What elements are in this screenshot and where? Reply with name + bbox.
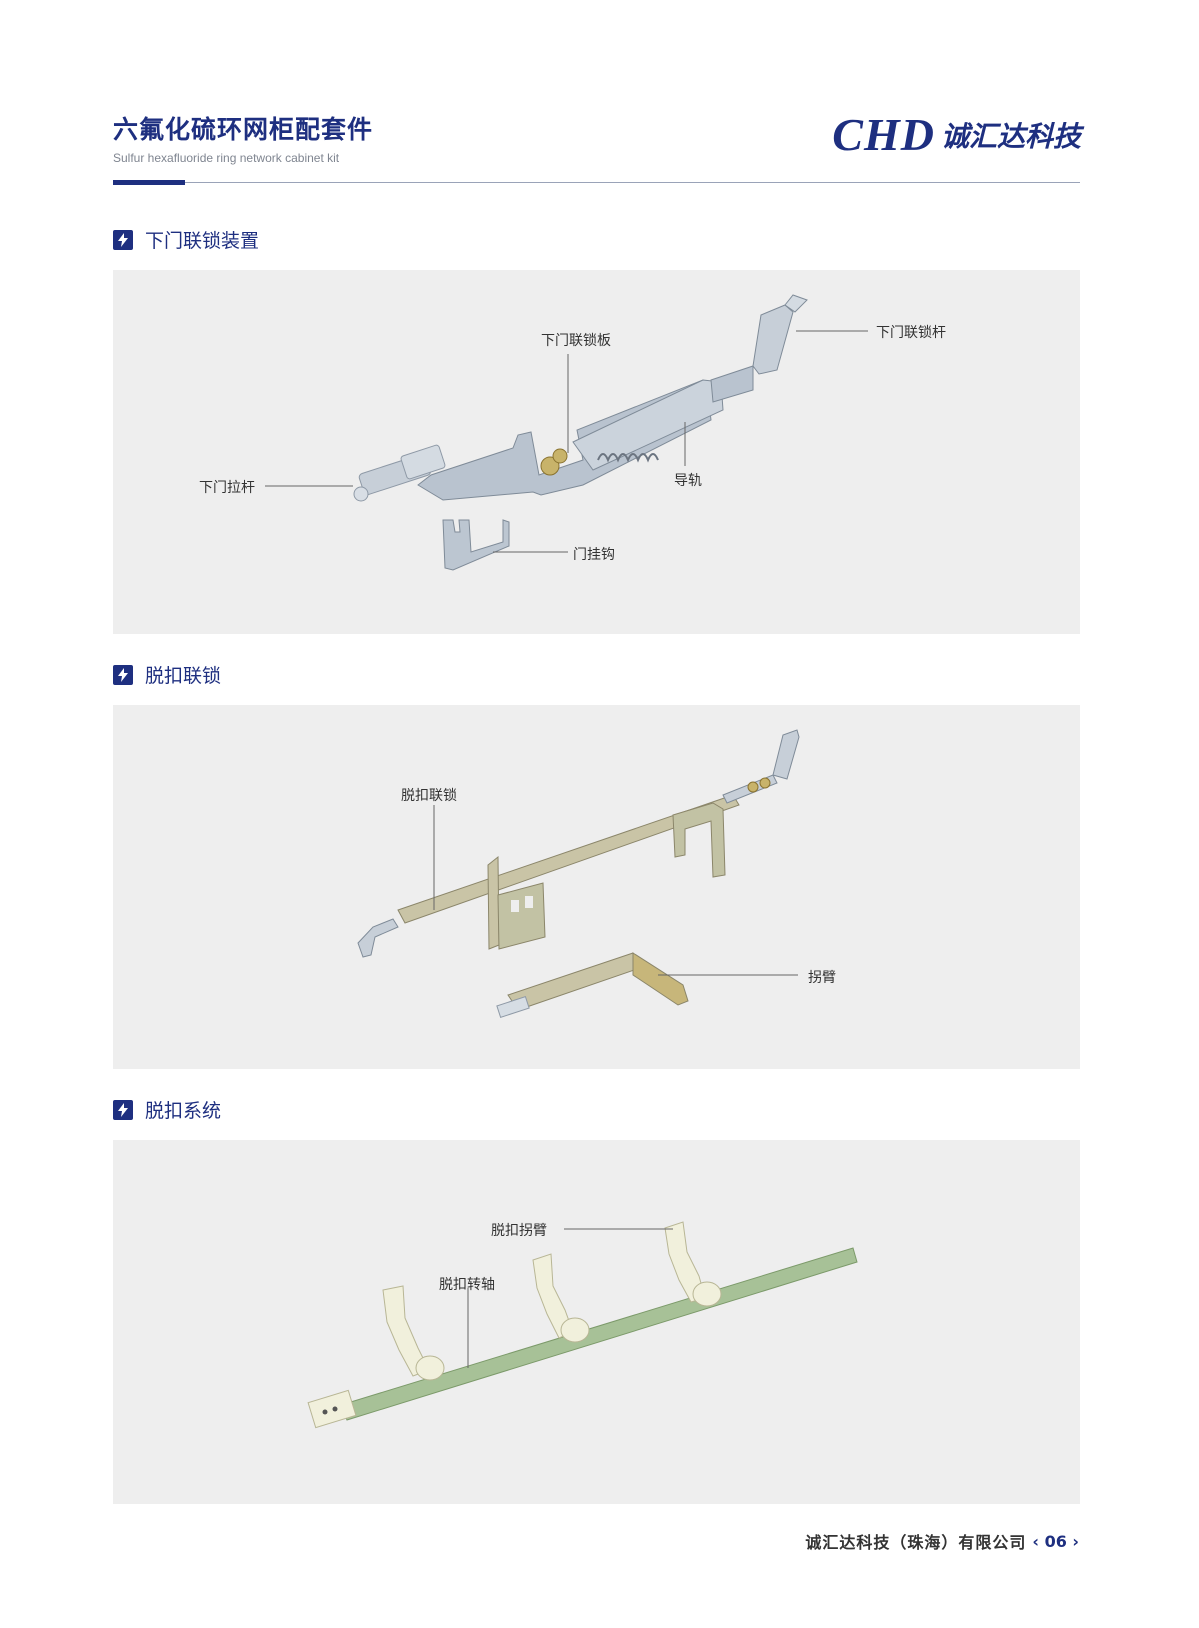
chevron-right-icon: › [1072, 1531, 1079, 1551]
chevron-left-icon: ‹ [1032, 1531, 1039, 1551]
page-subtitle: Sulfur hexafluoride ring network cabinet… [113, 151, 340, 165]
label-trip-interlock: 脱扣联锁 [401, 788, 457, 804]
label-door-interlock-rod: 下门联锁杆 [876, 325, 946, 341]
section-title: 脱扣联锁 [145, 665, 222, 687]
header-rule [113, 182, 1080, 183]
lightning-bolt-icon [113, 229, 133, 250]
page-title: 六氟化硫环网柜配套件 [113, 115, 374, 144]
section-heading-trip-interlock: 脱扣联锁 [113, 661, 221, 688]
label-door-interlock-plate: 下门联锁板 [541, 333, 611, 349]
door-interlock-illustration [265, 294, 868, 571]
brand-name: 诚汇达科技 [940, 120, 1081, 153]
label-crank-arm: 拐臂 [808, 970, 836, 986]
label-trip-shaft: 脱扣转轴 [439, 1277, 495, 1293]
section-heading-trip-system: 脱扣系统 [113, 1096, 221, 1123]
trip-interlock-illustration [357, 729, 800, 1018]
label-guide-rail: 导轨 [674, 473, 702, 489]
lightning-bolt-icon [113, 664, 133, 685]
product-panel-trip-system: 脱扣拐臂 脱扣转轴 [113, 1140, 1080, 1504]
product-panel-trip-interlock: 脱扣联锁 拐臂 [113, 705, 1080, 1069]
footer-company: 诚汇达科技（珠海）有限公司 [805, 1533, 1027, 1552]
label-trip-crank-arm: 脱扣拐臂 [491, 1223, 547, 1239]
label-door-hook: 门挂钩 [573, 547, 615, 563]
section-title: 脱扣系统 [145, 1100, 222, 1122]
pull-rod-part [353, 444, 446, 502]
trip-system-illustration [307, 1221, 858, 1429]
section-title: 下门联锁装置 [145, 230, 260, 252]
brand-logo: CHD [832, 109, 935, 160]
header-rule-accent [113, 180, 185, 185]
label-door-pull-rod: 下门拉杆 [199, 480, 255, 496]
section-heading-door-interlock: 下门联锁装置 [113, 226, 259, 253]
page-number: ‹ 06 › [1032, 1532, 1079, 1551]
product-panel-door-interlock: 下门联锁板 下门联锁杆 下门拉杆 导轨 门挂钩 [113, 270, 1080, 634]
footer: 诚汇达科技（珠海）有限公司 ‹ 06 › [805, 1529, 1079, 1553]
page-number-value: 06 [1044, 1531, 1067, 1551]
lightning-bolt-icon [113, 1099, 133, 1120]
brand: CHD 诚汇达科技 [832, 112, 1081, 158]
